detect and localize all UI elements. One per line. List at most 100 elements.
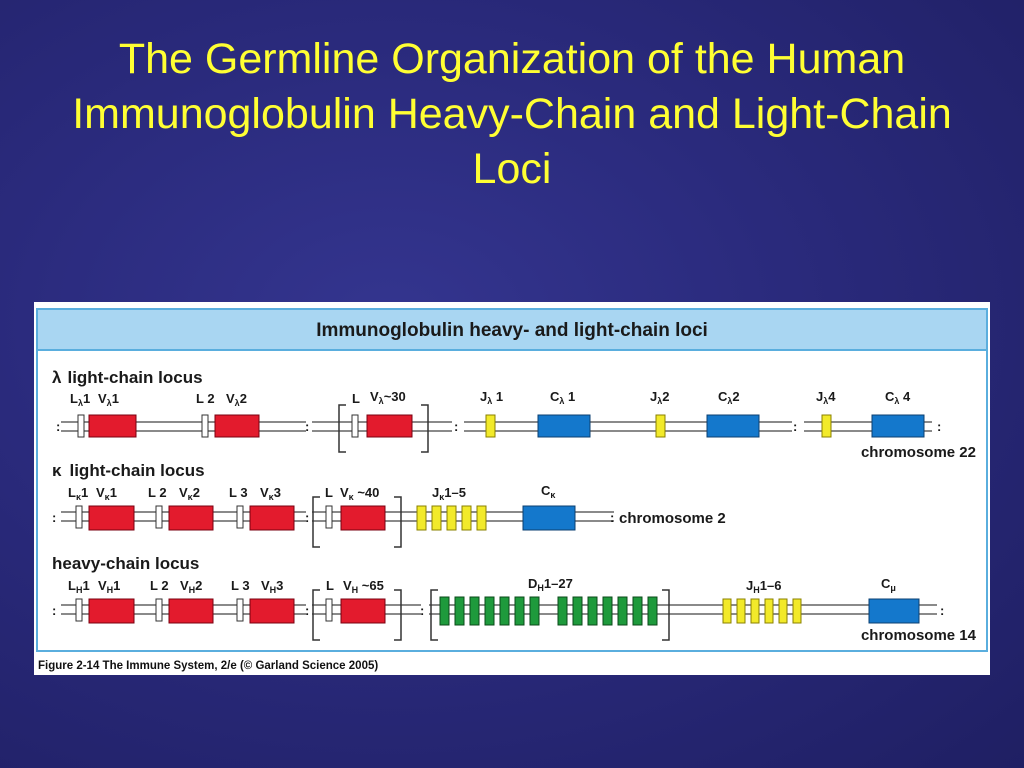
heavy-chromosome-label: chromosome 14 [861,627,977,644]
v-lambda-2-segment [214,414,260,438]
lambda-j4-label: J [816,389,823,404]
svg-text:Vκ3: Vκ3 [260,485,281,502]
c-lambda-2-segment [706,414,760,438]
c-kappa-segment [522,505,576,531]
figure-banner-title: Immunoglobulin heavy- and light-chain lo… [316,320,708,341]
svg-text:Jκ1–5: Jκ1–5 [432,485,466,502]
kappa-v1-label: V [96,485,105,500]
slide-title: The Germline Organization of the Human I… [72,35,952,193]
svg-text:VH2: VH2 [180,578,202,595]
lambda-locus-label: light-chain locus [67,368,202,387]
svg-text::: : [940,603,944,618]
j-kappa-segments [416,505,487,531]
kappa-l2-label: L 2 [148,485,167,500]
svg-text::: : [52,510,56,525]
heavy-v2-label: V [180,578,189,593]
immunoglobulin-loci-figure: Immunoglobulin heavy- and light-chain lo… [34,302,990,675]
svg-text:Vκ ~40: Vκ ~40 [340,485,379,502]
svg-text:Cκ: Cκ [541,483,556,500]
svg-text:Jλ4: Jλ4 [816,389,836,406]
lambda-c4-label: C [885,389,895,404]
lambda-ln-label: L [352,391,360,406]
lambda-v2-label: V [226,391,235,406]
heavy-d-label: D [528,576,537,591]
svg-text:Vκ1: Vκ1 [96,485,117,502]
v-heavy-1-segment [88,598,135,624]
svg-text:Jλ 1: Jλ 1 [480,389,503,406]
c-mu-segment [868,598,920,624]
svg-text:Cλ2: Cλ2 [718,389,740,406]
heavy-j-label: J [746,578,753,593]
v-kappa-3-segment [249,505,295,531]
figure-panel-border [36,308,988,652]
heavy-l2-label: L 2 [150,578,169,593]
svg-text:LH1: LH1 [68,578,90,595]
heavy-ln-label: L [326,578,334,593]
lambda-c1-label: C [550,389,560,404]
svg-text:Lλ1: Lλ1 [70,391,90,408]
svg-text:Cλ 1: Cλ 1 [550,389,575,406]
j-lambda-1-segment [485,414,496,438]
kappa-j-label: J [432,485,439,500]
kappa-locus-label: light-chain locus [69,461,204,480]
kappa-c-label: C [541,483,551,498]
v-heavy-n-segment [340,598,386,624]
kappa-l3-label: L 3 [229,485,248,500]
kappa-chromosome-label: chromosome 2 [619,510,726,527]
svg-text:Lκ1: Lκ1 [68,485,88,502]
svg-text:Jλ2: Jλ2 [650,389,669,406]
lambda-j2-label: J [650,389,657,404]
v-kappa-2-segment [168,505,214,531]
heavy-l3-label: L 3 [231,578,250,593]
lambda-locus: λ light-chain locus :: :: : Lλ1 Vλ1 L 2 V… [52,368,976,461]
v-kappa-n-segment [340,505,386,531]
svg-text:Cλ 4: Cλ 4 [885,389,911,406]
svg-text::: : [937,419,941,434]
heavy-v1-label: V [98,578,107,593]
c-lambda-4-segment [871,414,925,438]
lambda-l2-label: L 2 [196,391,215,406]
svg-text::: : [793,419,797,434]
kappa-v3-label: V [260,485,269,500]
lambda-v1-label: V [98,391,107,406]
svg-text::: : [305,603,309,618]
svg-text::: : [56,419,60,434]
svg-text:Vκ2: Vκ2 [179,485,200,502]
lambda-chromosome-label: chromosome 22 [861,444,976,461]
svg-text::: : [454,419,458,434]
svg-text:VH ~65: VH ~65 [343,578,384,595]
svg-text::: : [305,419,309,434]
v-kappa-1-segment [88,505,135,531]
v-lambda-n-segment [366,414,413,438]
heavy-l1-label: L [68,578,76,593]
d-heavy-segments [439,596,658,626]
v-heavy-2-segment [168,598,214,624]
j-lambda-2-segment [655,414,666,438]
figure-caption: Figure 2-14 The Immune System, 2/e (© Ga… [38,660,378,672]
svg-text:Vλ~30: Vλ~30 [370,389,406,406]
svg-text::: : [305,510,309,525]
lambda-vn-label: V [370,389,379,404]
v-heavy-3-segment [249,598,295,624]
figure-banner [38,310,986,350]
heavy-locus-label: heavy-chain locus [52,554,199,573]
heavy-c-label: C [881,576,891,591]
kappa-v2-label: V [179,485,188,500]
kappa-ln-label: L [325,485,333,500]
svg-text:Vλ1: Vλ1 [98,391,119,408]
heavy-chain-locus: heavy-chain locus :: :: [52,554,977,644]
svg-text:Vλ2: Vλ2 [226,391,247,408]
c-lambda-1-segment [537,414,591,438]
svg-text:DH1–27: DH1–27 [528,576,573,593]
svg-text:Cμ: Cμ [881,576,896,593]
svg-text:VH3: VH3 [261,578,283,595]
svg-text::: : [52,603,56,618]
lambda-l1-label: L [70,391,78,406]
svg-text:JH1–6: JH1–6 [746,578,781,595]
svg-text::: : [420,603,424,618]
heavy-vn-label: V [343,578,352,593]
heavy-v3-label: V [261,578,270,593]
lambda-symbol: λ [52,368,62,387]
